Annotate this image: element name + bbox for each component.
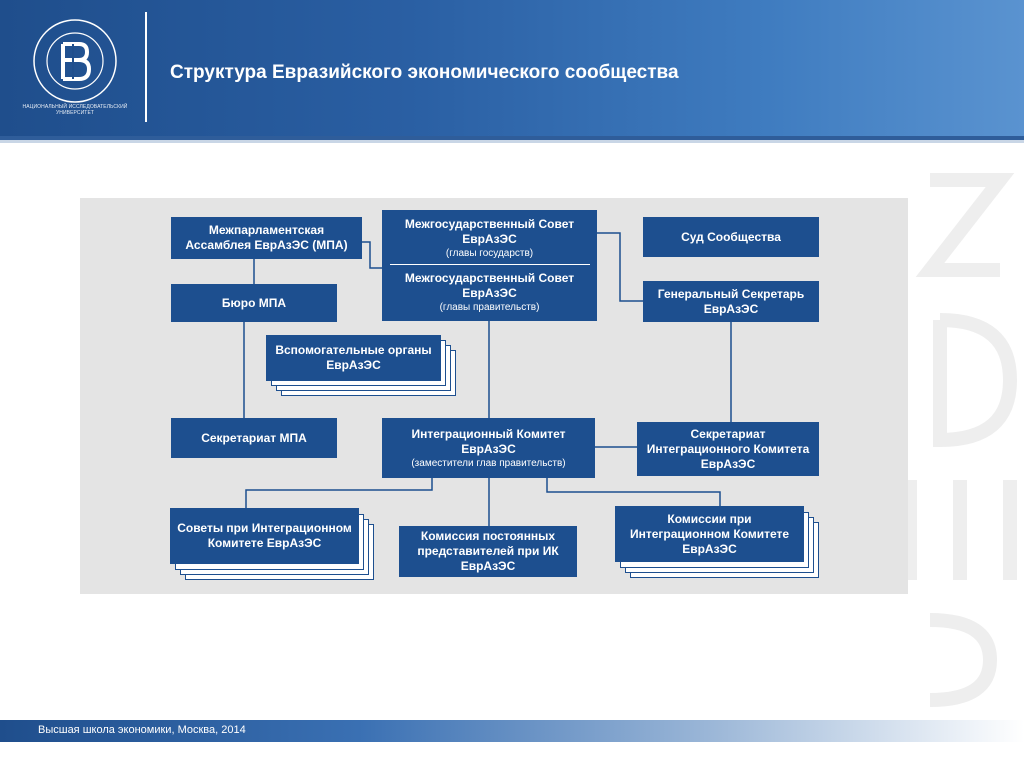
node-mpa-label: Межпарламентская Ассамблея ЕврАзЭС (МПА) <box>185 223 348 252</box>
node-bureau: Бюро МПА <box>171 284 337 322</box>
page-title: Структура Евразийского экономического со… <box>170 62 679 83</box>
footer-bar: Высшая школа экономики, Москва, 2014 <box>0 720 1024 742</box>
header-strip-light <box>0 140 1024 143</box>
node-council-sub-2: (главы правительств) <box>439 302 540 313</box>
node-aux-label: Вспомогательные органы ЕврАзЭС <box>275 343 432 372</box>
node-council-separator <box>389 264 590 265</box>
node-interstate-council: Межгосударственный Совет ЕврАзЭС (главы … <box>382 210 597 321</box>
node-council-title-1: Межгосударственный Совет ЕврАзЭС <box>404 217 575 246</box>
node-mpa-secretariat: Секретариат МПА <box>171 418 337 458</box>
node-commissions-label: Комиссии при Интеграционном Комитете Евр… <box>629 511 790 556</box>
footer-text: Высшая школа экономики, Москва, 2014 <box>38 724 246 736</box>
node-council-title-2: Межгосударственный Совет ЕврАзЭС <box>404 271 575 300</box>
hse-logo-icon <box>33 19 117 103</box>
header-strip <box>0 136 1024 140</box>
node-commission-label: Комиссия постоянных представителей при И… <box>417 529 559 573</box>
node-general-secretary: Генеральный Секретарь ЕврАзЭС <box>643 281 819 322</box>
node-mpa: Межпарламентская Ассамблея ЕврАзЭС (МПА) <box>171 217 362 259</box>
node-ic-sub: (заместители глав правительств) <box>411 457 566 469</box>
node-councils-label: Советы при Интеграционном Комитете ЕврАз… <box>177 521 352 550</box>
node-commissions: Комиссии при Интеграционном Комитете Евр… <box>615 506 804 562</box>
node-ic-secretariat: Секретариат Интеграционного Комитета Евр… <box>637 422 819 476</box>
node-sec-mpa-label: Секретариат МПА <box>201 430 307 445</box>
node-ic-title: Интеграционный Комитет ЕврАзЭС <box>411 426 566 456</box>
node-commission: Комиссия постоянных представителей при И… <box>399 526 577 577</box>
node-court: Суд Сообщества <box>643 217 819 257</box>
node-councils: Советы при Интеграционном Комитете ЕврАз… <box>170 508 359 564</box>
node-council-sub-1: (главы государств) <box>445 248 534 259</box>
node-bureau-label: Бюро МПА <box>221 295 287 310</box>
node-aux-bodies: Вспомогательные органы ЕврАзЭС <box>266 335 441 381</box>
logo-caption: НАЦИОНАЛЬНЫЙ ИССЛЕДОВАТЕЛЬСКИЙ УНИВЕРСИТ… <box>22 104 128 116</box>
hse-watermark-icon <box>903 173 1018 707</box>
node-ic-sec-label: Секретариат Интеграционного Комитета Евр… <box>646 426 810 471</box>
node-court-label: Суд Сообщества <box>681 229 781 244</box>
node-integration-committee: Интеграционный Комитет ЕврАзЭС (заместит… <box>382 418 595 478</box>
header-bar: НАЦИОНАЛЬНЫЙ ИССЛЕДОВАТЕЛЬСКИЙ УНИВЕРСИТ… <box>0 0 1024 136</box>
node-gensec-label: Генеральный Секретарь ЕврАзЭС <box>657 286 805 316</box>
header-divider <box>145 12 147 122</box>
